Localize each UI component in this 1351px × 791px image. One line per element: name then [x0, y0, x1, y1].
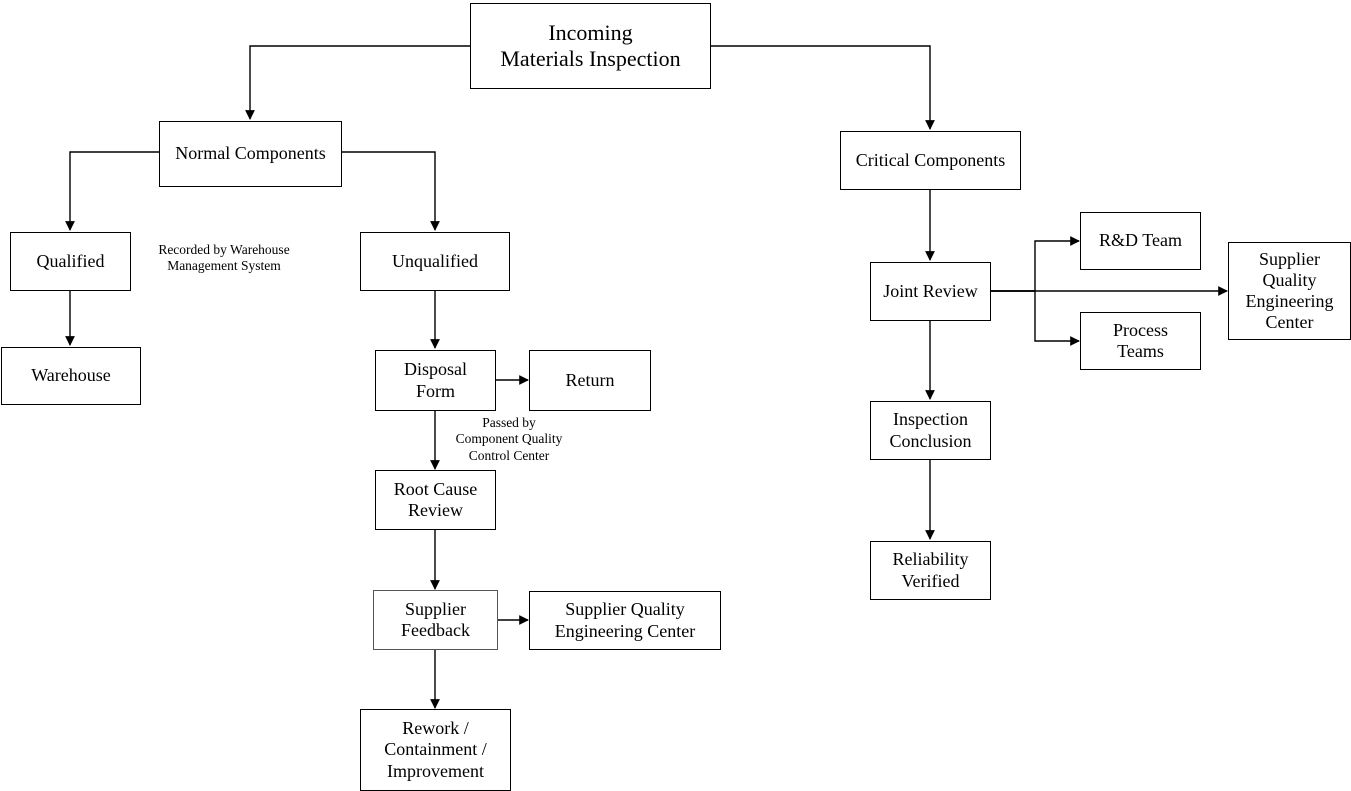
node-disposal-form[interactable]: Disposal Form — [375, 350, 496, 411]
edge-label-quality-note: Passed by Component Quality Control Cent… — [455, 415, 563, 463]
node-label: Root Cause Review — [393, 478, 478, 520]
node-label: Incoming Materials Inspection — [500, 20, 681, 71]
node-label: Unqualified — [392, 250, 478, 271]
node-joint-review[interactable]: Joint Review — [870, 262, 991, 321]
node-label: Reliability Verified — [892, 549, 969, 591]
node-label: Qualified — [36, 250, 105, 271]
node-warehouse[interactable]: Warehouse — [1, 347, 141, 405]
node-supplier-quality-engineering-center-left[interactable]: Supplier Quality Engineering Center — [529, 591, 721, 650]
node-label: Normal Components — [175, 143, 326, 164]
node-label: Disposal Form — [404, 359, 467, 401]
edge-joint-review-to-rd-team — [991, 236, 1080, 292]
edge-incoming-to-critical — [710, 45, 935, 130]
node-supplier-feedback[interactable]: Supplier Feedback — [373, 590, 498, 650]
node-label: Return — [565, 369, 615, 390]
node-return[interactable]: Return — [529, 350, 651, 411]
node-reliability-verified[interactable]: Reliability Verified — [870, 541, 991, 600]
node-label: Warehouse — [31, 365, 111, 386]
edge-normal-to-unqualified — [341, 151, 440, 231]
node-process-teams[interactable]: Process Teams — [1080, 312, 1201, 370]
node-label: R&D Team — [1099, 230, 1182, 251]
node-rd-team[interactable]: R&D Team — [1080, 212, 1201, 270]
node-label: Joint Review — [883, 280, 978, 301]
node-rework-containment-improvement[interactable]: Rework / Containment / Improvement — [360, 709, 511, 791]
edge-incoming-to-normal — [245, 45, 470, 120]
node-incoming-materials-inspection[interactable]: Incoming Materials Inspection — [470, 3, 711, 89]
edge-normal-to-qualified — [65, 151, 159, 231]
node-qualified[interactable]: Qualified — [10, 232, 131, 291]
edge-label-warehouse-note: Recorded by Warehouse Management System — [158, 242, 290, 274]
node-label: Inspection Conclusion — [889, 409, 972, 451]
node-label: Supplier Quality Engineering Center — [1245, 248, 1334, 333]
node-supplier-quality-engineering-center-right[interactable]: Supplier Quality Engineering Center — [1228, 242, 1351, 340]
node-label: Supplier Quality Engineering Center — [554, 599, 696, 641]
edge-joint-review-to-process-teams — [991, 290, 1080, 346]
node-label: Rework / Containment / Improvement — [384, 718, 487, 781]
node-root-cause-review[interactable]: Root Cause Review — [375, 470, 496, 530]
node-label: Process Teams — [1113, 319, 1168, 361]
node-inspection-conclusion[interactable]: Inspection Conclusion — [870, 401, 991, 460]
node-unqualified[interactable]: Unqualified — [360, 232, 510, 291]
node-normal-components[interactable]: Normal Components — [159, 121, 342, 187]
node-critical-components[interactable]: Critical Components — [840, 131, 1021, 190]
node-label: Supplier Feedback — [401, 598, 470, 640]
node-label: Critical Components — [855, 149, 1006, 170]
